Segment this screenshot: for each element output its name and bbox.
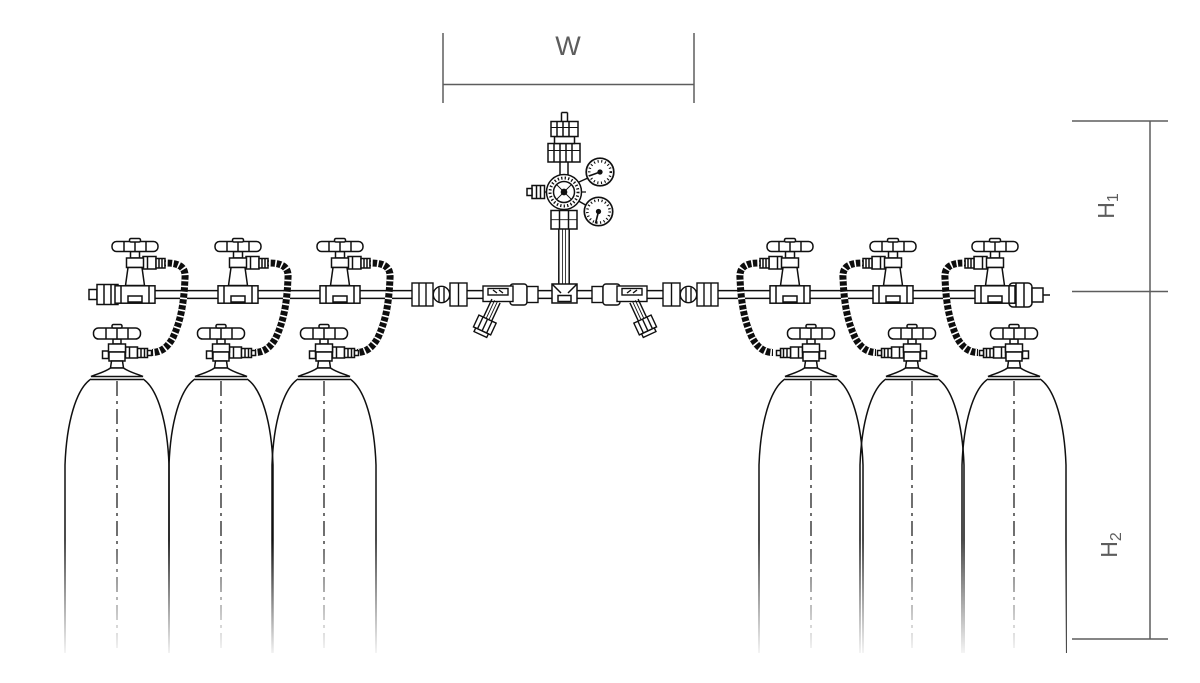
cylinder-valve bbox=[90, 323, 153, 381]
dimension-label-h2: H2 bbox=[1096, 532, 1125, 558]
outlet-fitting bbox=[547, 142, 581, 163]
regulator-assembly bbox=[526, 111, 615, 304]
h2-base: H bbox=[1096, 541, 1122, 558]
cylinder-valve bbox=[775, 323, 838, 381]
pigtail-hose bbox=[152, 263, 185, 353]
pigtail-hose bbox=[843, 263, 876, 353]
check-valve-icon bbox=[432, 285, 451, 304]
dimension-h bbox=[1072, 120, 1168, 640]
cylinder-valve bbox=[876, 323, 939, 381]
pigtail-hose bbox=[945, 263, 978, 353]
manifold-valve bbox=[858, 237, 917, 304]
check-valve-icon bbox=[679, 285, 698, 304]
manifold-valve bbox=[316, 237, 375, 304]
dimension-lines bbox=[442, 33, 1168, 640]
purge-valve-left bbox=[471, 285, 514, 340]
bottom-fade bbox=[0, 540, 1066, 683]
regulator-knurl bbox=[548, 176, 580, 208]
pigtail-hose bbox=[255, 263, 288, 353]
dimension-w bbox=[442, 33, 695, 103]
dimension-label-w: W bbox=[555, 31, 581, 61]
purge-valve-right bbox=[616, 285, 659, 340]
cylinder-valves bbox=[90, 323, 1041, 381]
end-cap-right bbox=[1008, 282, 1050, 308]
h1-subscript: 1 bbox=[1105, 193, 1122, 202]
manifold-valve bbox=[214, 237, 273, 304]
pigtail-hose bbox=[740, 263, 773, 353]
end-cap-left bbox=[88, 283, 119, 306]
adjust-knob bbox=[531, 184, 546, 200]
cylinder-valve bbox=[978, 323, 1041, 381]
cylinder-valve bbox=[194, 323, 257, 381]
manifold-valve bbox=[755, 237, 814, 304]
manifold-valve bbox=[960, 237, 1019, 304]
manifold-valve bbox=[111, 237, 170, 304]
header-fittings bbox=[411, 282, 719, 307]
dimension-label-h1: H1 bbox=[1093, 193, 1122, 219]
h2-subscript: 2 bbox=[1108, 532, 1125, 541]
h1-base: H bbox=[1093, 202, 1119, 219]
cylinder-valve bbox=[297, 323, 360, 381]
pigtail-hose bbox=[357, 263, 390, 353]
